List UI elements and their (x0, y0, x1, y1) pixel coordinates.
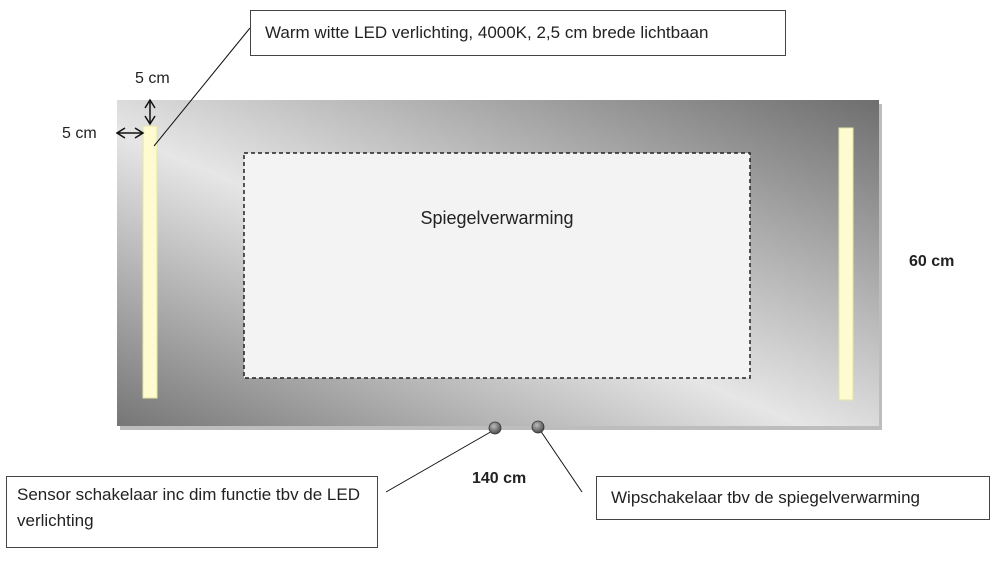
led-callout-box: Warm witte LED verlichting, 4000K, 2,5 c… (250, 10, 786, 56)
switch-callout-box: Wipschakelaar tbv de spiegelverwarming (596, 476, 990, 520)
sensor-callout-box: Sensor schakelaar inc dim functie tbv de… (6, 476, 378, 548)
top-offset-arrow (144, 98, 156, 126)
switch-callout-line (539, 429, 583, 493)
width-label: 140 cm (472, 470, 527, 487)
heating-zone-label: Spiegelverwarming (420, 208, 574, 228)
led-strip-right (838, 127, 854, 401)
led-callout-line (153, 27, 251, 147)
switch-callout-text: Wipschakelaar tbv de spiegelverwarming (611, 488, 920, 507)
heating-zone (243, 152, 751, 379)
sensor-callout-text: Sensor schakelaar inc dim functie tbv de… (17, 485, 361, 530)
top-offset-label: 5 cm (135, 70, 170, 87)
side-offset-label: 5 cm (62, 125, 97, 142)
sensor-callout-line (385, 429, 495, 493)
rocker-switch-knob (531, 420, 545, 434)
led-strip-left (142, 125, 158, 399)
sensor-switch-knob (488, 421, 502, 435)
side-offset-arrow (115, 127, 145, 139)
height-label: 60 cm (909, 253, 955, 270)
led-callout-text: Warm witte LED verlichting, 4000K, 2,5 c… (265, 23, 709, 42)
